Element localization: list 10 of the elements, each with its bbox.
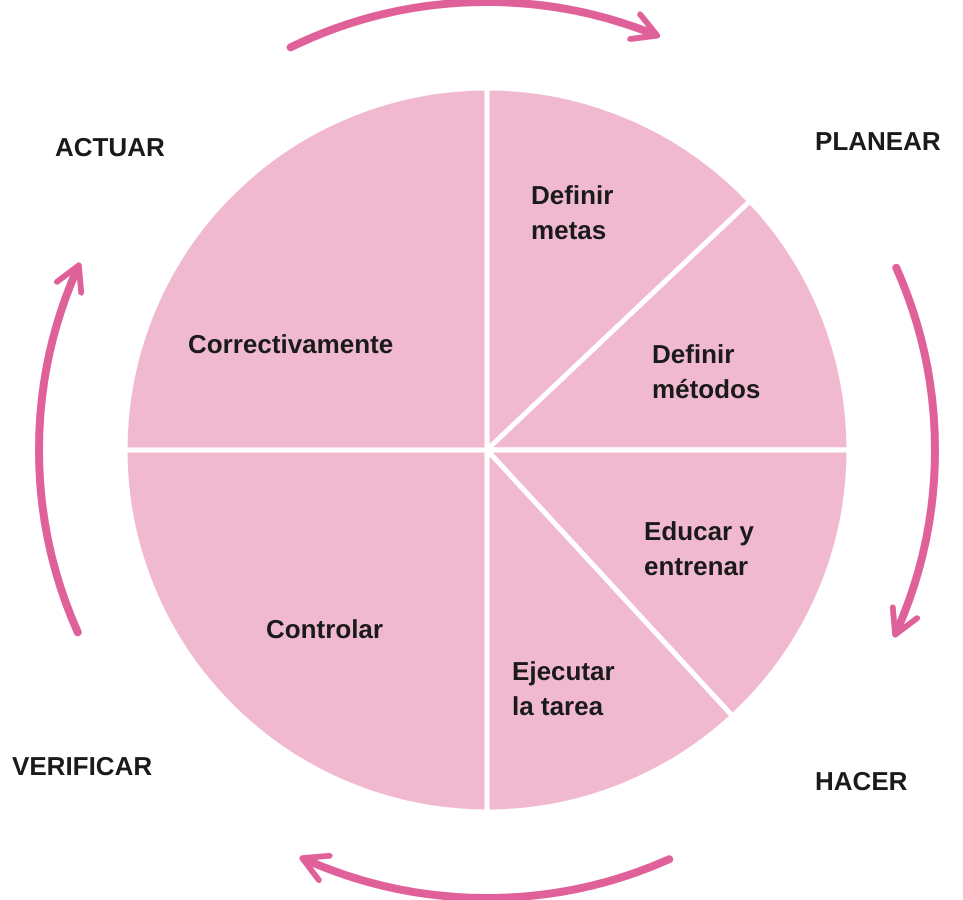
phase-label: ACTUAR bbox=[55, 132, 165, 163]
slice-label: Ejecutar la tarea bbox=[512, 655, 616, 723]
slice-label: Correctivamente bbox=[188, 328, 394, 361]
phase-label: HACER bbox=[815, 766, 908, 797]
slice-label: Educar y entrenar bbox=[644, 515, 755, 583]
slice-label: Definir metas bbox=[531, 179, 614, 247]
slice-label: Definir métodos bbox=[652, 338, 762, 406]
phase-label: VERIFICAR bbox=[12, 751, 152, 782]
slice-label: Controlar bbox=[266, 613, 384, 646]
phase-label: PLANEAR bbox=[815, 126, 941, 157]
